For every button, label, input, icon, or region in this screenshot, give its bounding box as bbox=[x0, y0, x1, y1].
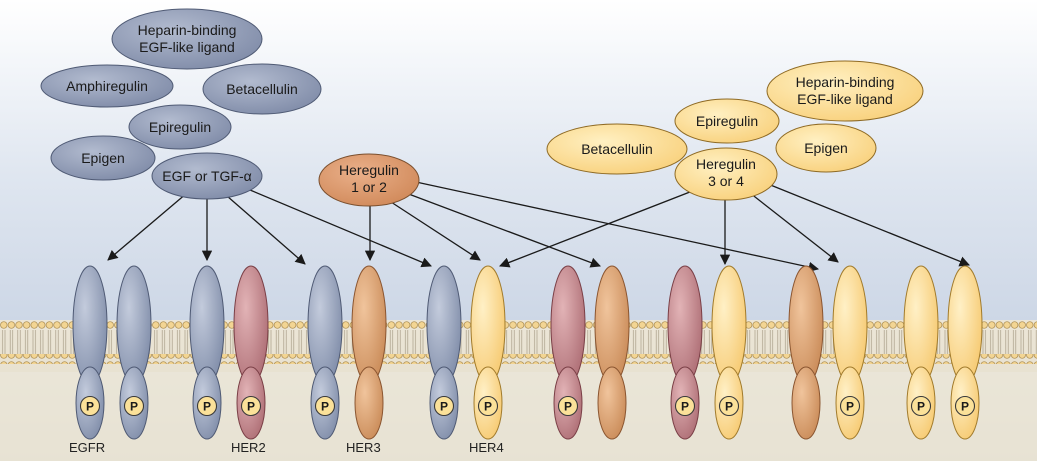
svg-text:Epiregulin: Epiregulin bbox=[696, 113, 758, 129]
phosphate-icon: P bbox=[125, 397, 144, 416]
svg-text:Epigen: Epigen bbox=[81, 150, 125, 166]
receptor-blue-2-left: P bbox=[308, 266, 342, 439]
svg-text:Epiregulin: Epiregulin bbox=[149, 119, 211, 135]
hrg12-line2: 1 or 2 bbox=[351, 179, 387, 195]
ligand-epiregulin-left: Epiregulin bbox=[129, 105, 231, 149]
phosphate-label: P bbox=[917, 400, 925, 414]
phosphate-label: P bbox=[564, 400, 572, 414]
label-egfr: EGFR bbox=[69, 440, 105, 455]
heparin-right-line1: Heparin-binding bbox=[796, 74, 895, 90]
receptor-orange-2-right bbox=[352, 266, 386, 439]
receptor-orange-6-left bbox=[789, 266, 823, 439]
phosphate-icon: P bbox=[479, 397, 498, 416]
phosphate-icon: P bbox=[316, 397, 335, 416]
receptor-orange-4-right bbox=[595, 266, 629, 439]
phosphate-icon: P bbox=[198, 397, 217, 416]
label-her2: HER2 bbox=[231, 440, 266, 455]
receptor-yellow-5-right: P bbox=[712, 266, 746, 439]
receptor-blue-0-right: P bbox=[117, 266, 151, 439]
heparin-right-line2: EGF-like ligand bbox=[797, 91, 893, 107]
receptor-red-5-left: P bbox=[668, 266, 702, 439]
phosphate-label: P bbox=[247, 400, 255, 414]
svg-text:Amphiregulin: Amphiregulin bbox=[66, 78, 148, 94]
phosphate-label: P bbox=[321, 400, 329, 414]
receptor-yellow-3-right: P bbox=[471, 266, 505, 439]
heparin-left-line2: EGF-like ligand bbox=[139, 39, 235, 55]
label-her4: HER4 bbox=[469, 440, 504, 455]
svg-text:Betacellulin: Betacellulin bbox=[581, 141, 653, 157]
ligand-epigen-left: Epigen bbox=[51, 136, 155, 180]
phosphate-label: P bbox=[725, 400, 733, 414]
ligand-amphiregulin: Amphiregulin bbox=[41, 65, 173, 107]
svg-text:EGF or TGF-α: EGF or TGF-α bbox=[162, 168, 252, 184]
receptor-yellow-7-right: P bbox=[948, 266, 982, 439]
ligand-epigen-right: Epigen bbox=[776, 124, 876, 172]
heparin-left-line1: Heparin-binding bbox=[138, 22, 237, 38]
phosphate-icon: P bbox=[435, 397, 454, 416]
phosphate-label: P bbox=[130, 400, 138, 414]
hrg34-line2: 3 or 4 bbox=[708, 173, 744, 189]
svg-text:Betacellulin: Betacellulin bbox=[226, 81, 298, 97]
ligand-betacellulin-right: Betacellulin bbox=[547, 124, 687, 174]
phosphate-icon: P bbox=[720, 397, 739, 416]
receptor-blue-3-left: P bbox=[427, 266, 461, 439]
phosphate-label: P bbox=[203, 400, 211, 414]
ligand-betacellulin-left: Betacellulin bbox=[203, 64, 321, 114]
phosphate-icon: P bbox=[841, 397, 860, 416]
phosphate-icon: P bbox=[676, 397, 695, 416]
phosphate-icon: P bbox=[912, 397, 931, 416]
phosphate-icon: P bbox=[242, 397, 261, 416]
receptor-red-4-left: P bbox=[551, 266, 585, 439]
hrg34-line1: Heregulin bbox=[696, 156, 756, 172]
phosphate-icon: P bbox=[956, 397, 975, 416]
svg-text:Epigen: Epigen bbox=[804, 140, 848, 156]
receptor-blue-0-left: P bbox=[73, 266, 107, 439]
receptor-yellow-6-right: P bbox=[833, 266, 867, 439]
ligand-epiregulin-right: Epiregulin bbox=[675, 99, 779, 143]
receptor-blue-1-left: P bbox=[190, 266, 224, 439]
phosphate-label: P bbox=[681, 400, 689, 414]
label-her3: HER3 bbox=[346, 440, 381, 455]
receptor-red-1-right: P bbox=[234, 266, 268, 439]
cell-membrane bbox=[0, 320, 1037, 364]
ligand-egf-tgf: EGF or TGF-α bbox=[152, 153, 262, 199]
phosphate-label: P bbox=[961, 400, 969, 414]
phosphate-icon: P bbox=[81, 397, 100, 416]
phosphate-icon: P bbox=[559, 397, 578, 416]
receptor-yellow-7-left: P bbox=[904, 266, 938, 439]
phosphate-label: P bbox=[846, 400, 854, 414]
hrg12-line1: Heregulin bbox=[339, 162, 399, 178]
phosphate-label: P bbox=[484, 400, 492, 414]
phosphate-label: P bbox=[440, 400, 448, 414]
phosphate-label: P bbox=[86, 400, 94, 414]
